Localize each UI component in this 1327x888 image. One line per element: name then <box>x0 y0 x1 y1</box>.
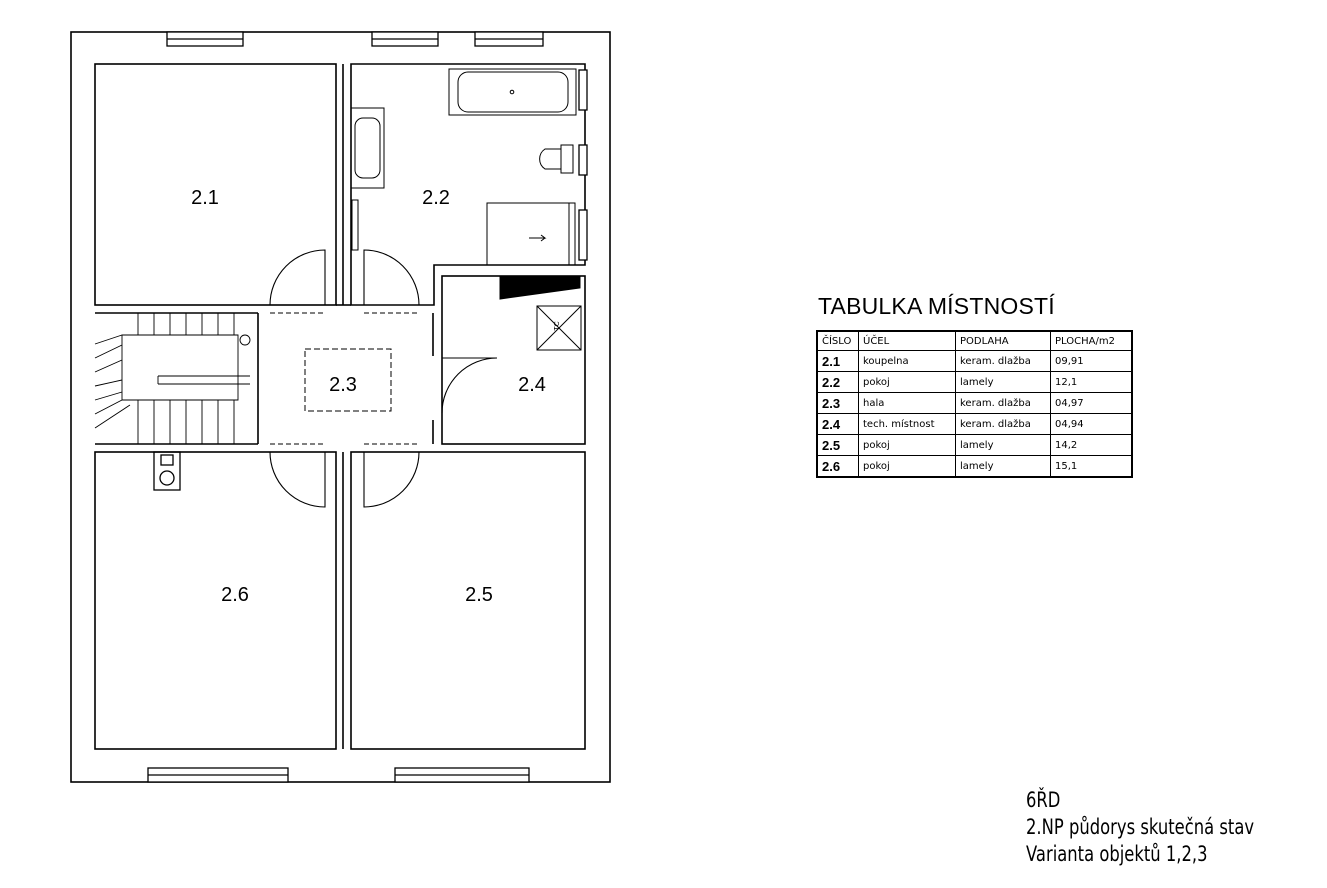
cell-number: 2.3 <box>816 392 859 414</box>
room-table-header-row: ČÍSLO ÚČEL PODLAHA PLOCHA/m2 <box>816 330 1133 351</box>
cell-purpose: koupelna <box>858 350 956 372</box>
cell-floor: lamely <box>955 434 1051 456</box>
cell-number: 2.4 <box>816 413 859 435</box>
caption-project-code: 6ŘD <box>1026 788 1061 812</box>
room-2-5 <box>350 451 586 750</box>
bathroom-fixtures <box>350 68 577 266</box>
washbasin <box>350 107 385 189</box>
room-2-4 <box>441 275 586 445</box>
cell-floor: keram. dlažba <box>955 350 1051 372</box>
technical-equipment <box>499 275 582 351</box>
room-label-2-6: 2.6 <box>221 584 249 606</box>
room-2-6 <box>94 451 337 750</box>
doors <box>269 249 498 508</box>
room-table-title: TABULKA MÍSTNOSTÍ <box>818 293 1055 319</box>
cell-purpose: hala <box>858 392 956 414</box>
table-row: 2.1 koupelna keram. dlažba 09,91 <box>816 350 1133 372</box>
windows-top <box>147 31 588 783</box>
cell-area: 15,1 <box>1050 455 1133 478</box>
toilet <box>539 144 574 174</box>
header-purpose: ÚČEL <box>858 330 956 351</box>
cell-area: 14,2 <box>1050 434 1133 456</box>
room-label-2-1: 2.1 <box>191 187 219 209</box>
room-2-1 <box>94 63 337 306</box>
room-label-2-5: 2.5 <box>465 584 493 606</box>
cell-number: 2.1 <box>816 350 859 372</box>
cell-number: 2.6 <box>816 455 859 478</box>
room-label-2-4: 2.4 <box>518 374 546 396</box>
table-row: 2.4 tech. místnost keram. dlažba 04,94 <box>816 413 1133 435</box>
cell-area: 12,1 <box>1050 371 1133 393</box>
cell-purpose: pokoj <box>858 455 956 478</box>
cell-floor: keram. dlažba <box>955 413 1051 435</box>
hall-ceiling-opening <box>304 348 392 412</box>
cell-area: 04,97 <box>1050 392 1133 414</box>
hall-left-wall <box>95 312 259 445</box>
shower <box>486 202 576 266</box>
cell-floor: keram. dlažba <box>955 392 1051 414</box>
staircase <box>94 313 251 444</box>
header-number: ČÍSLO <box>816 330 859 351</box>
cell-purpose: pokoj <box>858 371 956 393</box>
table-row: 2.5 pokoj lamely 14,2 <box>816 434 1133 456</box>
header-floor: PODLAHA <box>955 330 1051 351</box>
cell-purpose: pokoj <box>858 434 956 456</box>
cell-number: 2.2 <box>816 371 859 393</box>
table-row: 2.6 pokoj lamely 15,1 <box>816 455 1133 478</box>
room-table: ČÍSLO ÚČEL PODLAHA PLOCHA/m2 2.1 koupeln… <box>816 330 1133 478</box>
caption-variant: Varianta objektů 1,2,3 <box>1026 842 1208 866</box>
outer-wall <box>70 31 611 783</box>
table-row: 2.2 pokoj lamely 12,1 <box>816 371 1133 393</box>
cell-area: 09,91 <box>1050 350 1133 372</box>
bathtub <box>448 68 577 116</box>
boiler-label: TC <box>554 321 561 330</box>
chimney <box>153 451 181 491</box>
cell-floor: lamely <box>955 371 1051 393</box>
drawing-caption: 6ŘD 2.NP půdorys skutečná stav Varianta … <box>1026 787 1254 868</box>
room-2-2 <box>350 63 586 306</box>
header-area: PLOCHA/m2 <box>1050 330 1133 351</box>
caption-drawing-title: 2.NP půdorys skutečná stav <box>1026 815 1255 839</box>
room-label-2-3: 2.3 <box>329 374 357 396</box>
cell-area: 04,94 <box>1050 413 1133 435</box>
cell-number: 2.5 <box>816 434 859 456</box>
room-label-2-2: 2.2 <box>422 187 450 209</box>
table-row: 2.3 hala keram. dlažba 04,97 <box>816 392 1133 414</box>
cell-purpose: tech. místnost <box>858 413 956 435</box>
cell-floor: lamely <box>955 455 1051 478</box>
